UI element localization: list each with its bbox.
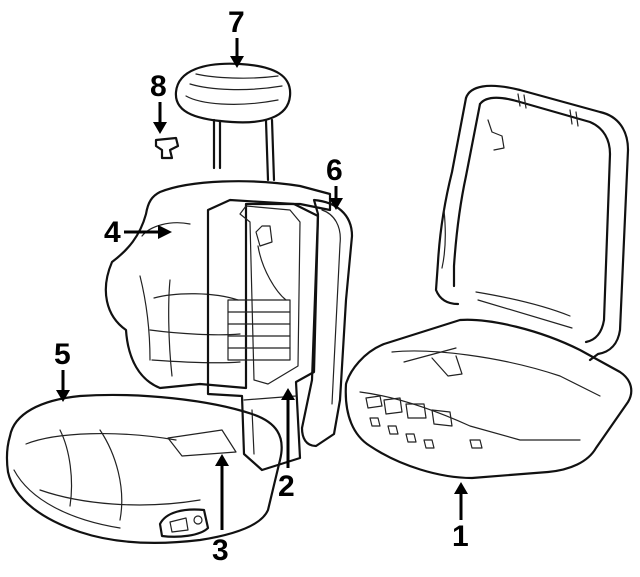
- seat-cushion: [5, 393, 283, 544]
- callout-label-1: 1: [452, 520, 469, 553]
- headrest: [174, 62, 292, 182]
- seat-back-pad: [206, 198, 320, 472]
- callout-arrowhead-3: [215, 454, 229, 466]
- callout-label-3: 3: [212, 534, 229, 567]
- callout-arrowhead-2: [281, 388, 295, 400]
- callout-arrowhead-1: [454, 482, 468, 494]
- callout-label-4: 4: [104, 216, 121, 249]
- headrest-guide: [154, 136, 180, 160]
- seat-back-cover: [104, 180, 332, 390]
- callout-arrowhead-8: [153, 122, 167, 134]
- callout-label-6: 6: [326, 154, 343, 187]
- callout-arrowhead-7: [230, 56, 244, 68]
- callout-label-7: 7: [228, 6, 245, 39]
- callout-label-2: 2: [278, 470, 295, 503]
- seat-frame: [344, 84, 633, 480]
- callout-label-8: 8: [150, 70, 167, 103]
- callout-label-5: 5: [54, 338, 71, 371]
- back-panel: [300, 198, 354, 448]
- callout-arrowhead-5: [56, 390, 70, 402]
- callout-arrowhead-6: [329, 198, 343, 210]
- callout-arrowhead-4: [158, 225, 172, 239]
